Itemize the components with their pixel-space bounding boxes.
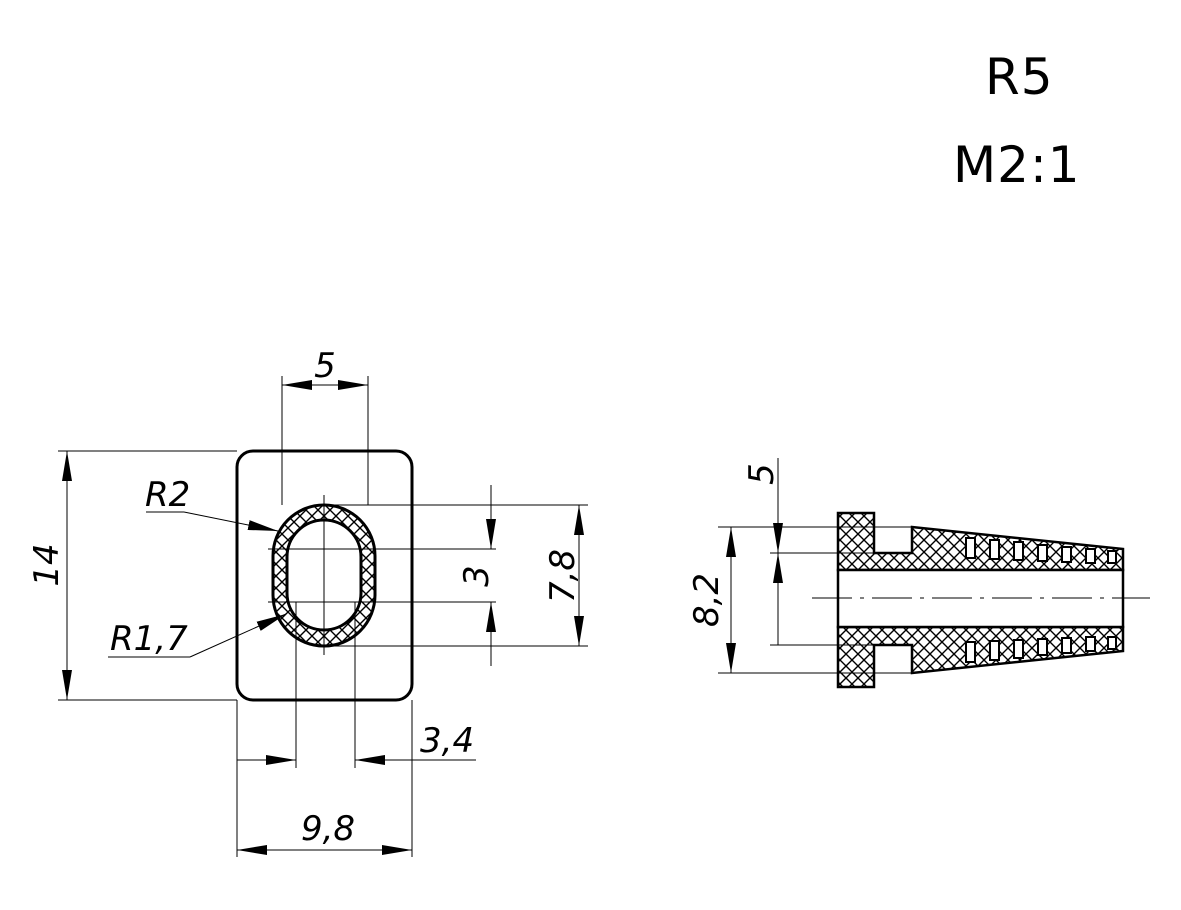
dim-text-height: 14 [27,543,67,586]
part-outline [235,449,414,702]
front-view [58,376,588,857]
dim-text-radius-inner: R1,7 [110,619,188,659]
extension-lines [58,376,588,857]
center-lines [268,495,496,655]
dim-text-width: 9,8 [301,809,355,849]
dim-text-slot-length: 7,8 [543,549,583,603]
dim-text-bore: 5 [742,463,782,485]
side-view [718,458,1150,689]
upper-grooves [965,537,1117,564]
lower-wall [836,625,1125,689]
side-extension-lines [718,526,912,674]
lower-grooves [965,636,1117,663]
radius-leaders [108,511,287,658]
drawing-code: R5 [985,48,1054,106]
side-dimension-lines [726,458,783,673]
dim-text-radius-outer: R2 [145,475,190,515]
dim-text-offset: 3,4 [420,721,474,761]
drawing-scale: M2:1 [953,136,1081,194]
dim-text-flange: 8,2 [687,573,727,627]
dimension-lines [62,380,584,855]
dim-text-slot-width: 5 [314,346,336,386]
upper-wall [836,511,1125,572]
dim-text-slot-straight: 3 [457,565,497,587]
